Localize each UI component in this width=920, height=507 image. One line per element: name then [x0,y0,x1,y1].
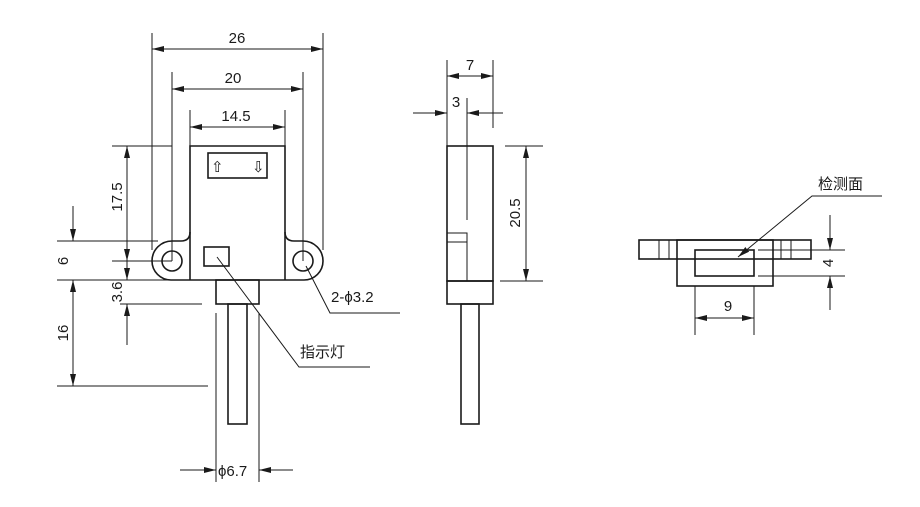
hole-label: 2-ϕ3.2 [331,289,374,306]
front-body-outline [151,145,324,281]
bottom-body [676,239,774,287]
dim-offset: 3 [452,94,460,111]
dim-connector-height: 3.6 [109,282,126,303]
indicator-led [203,246,230,267]
indicator-label: 指示灯 [300,344,345,361]
side-collar [446,280,494,305]
dim-overall-width: 26 [229,30,246,47]
dim-cable-length: 16 [55,325,72,342]
arrow-up-icon: ⇧ [211,159,224,176]
sensing-face [694,249,755,277]
bottom-view: 4 9 检测面 [638,176,882,335]
dim-face-width: 9 [724,298,732,315]
dim-hole-pitch: 20 [225,70,242,87]
sensing-face-label: 检测面 [818,176,863,193]
dim-face-height: 4 [820,259,837,267]
dim-thickness: 7 [466,57,474,74]
dim-body-width: 14.5 [221,108,250,125]
side-cable [460,303,480,425]
cable-connector [215,279,260,305]
front-view: ⇧ ⇩ 26 20 14.5 17.5 3.6 [55,30,400,482]
dim-body-height: 17.5 [109,182,126,211]
side-view: 7 3 20.5 [413,57,543,425]
dim-ear-height: 6 [55,257,72,265]
dim-side-height: 20.5 [507,198,524,227]
cable [227,303,248,425]
dim-cable-diameter: ϕ6.7 [218,463,247,480]
side-body [446,145,494,282]
arrow-down-icon: ⇩ [252,159,265,176]
optical-window [207,152,268,179]
